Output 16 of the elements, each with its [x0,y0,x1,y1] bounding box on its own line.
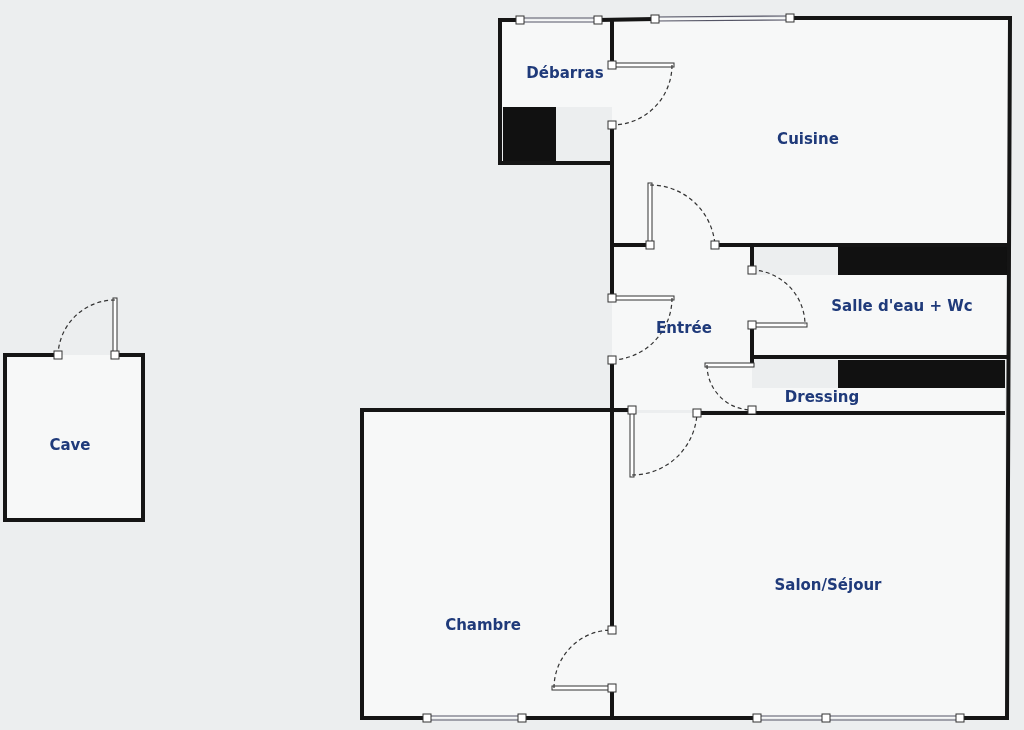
room-label: Chambre [445,616,521,634]
room-floor [5,355,143,520]
room-label: Entrée [656,319,712,337]
room-floor [500,20,612,107]
room-floor [752,388,1005,413]
room-floor [612,18,1010,245]
room-label: Salon/Séjour [774,576,882,594]
room-floor [752,275,1007,357]
room-label: Dressing [784,388,860,406]
room-label: Salle d'eau + Wc [831,297,973,315]
room-floor [610,413,1005,718]
room-label: Cuisine [777,130,839,148]
room-floor [362,410,610,718]
room-label: Cave [49,436,91,454]
room-label: Débarras [526,64,604,82]
room-floor [612,245,752,410]
